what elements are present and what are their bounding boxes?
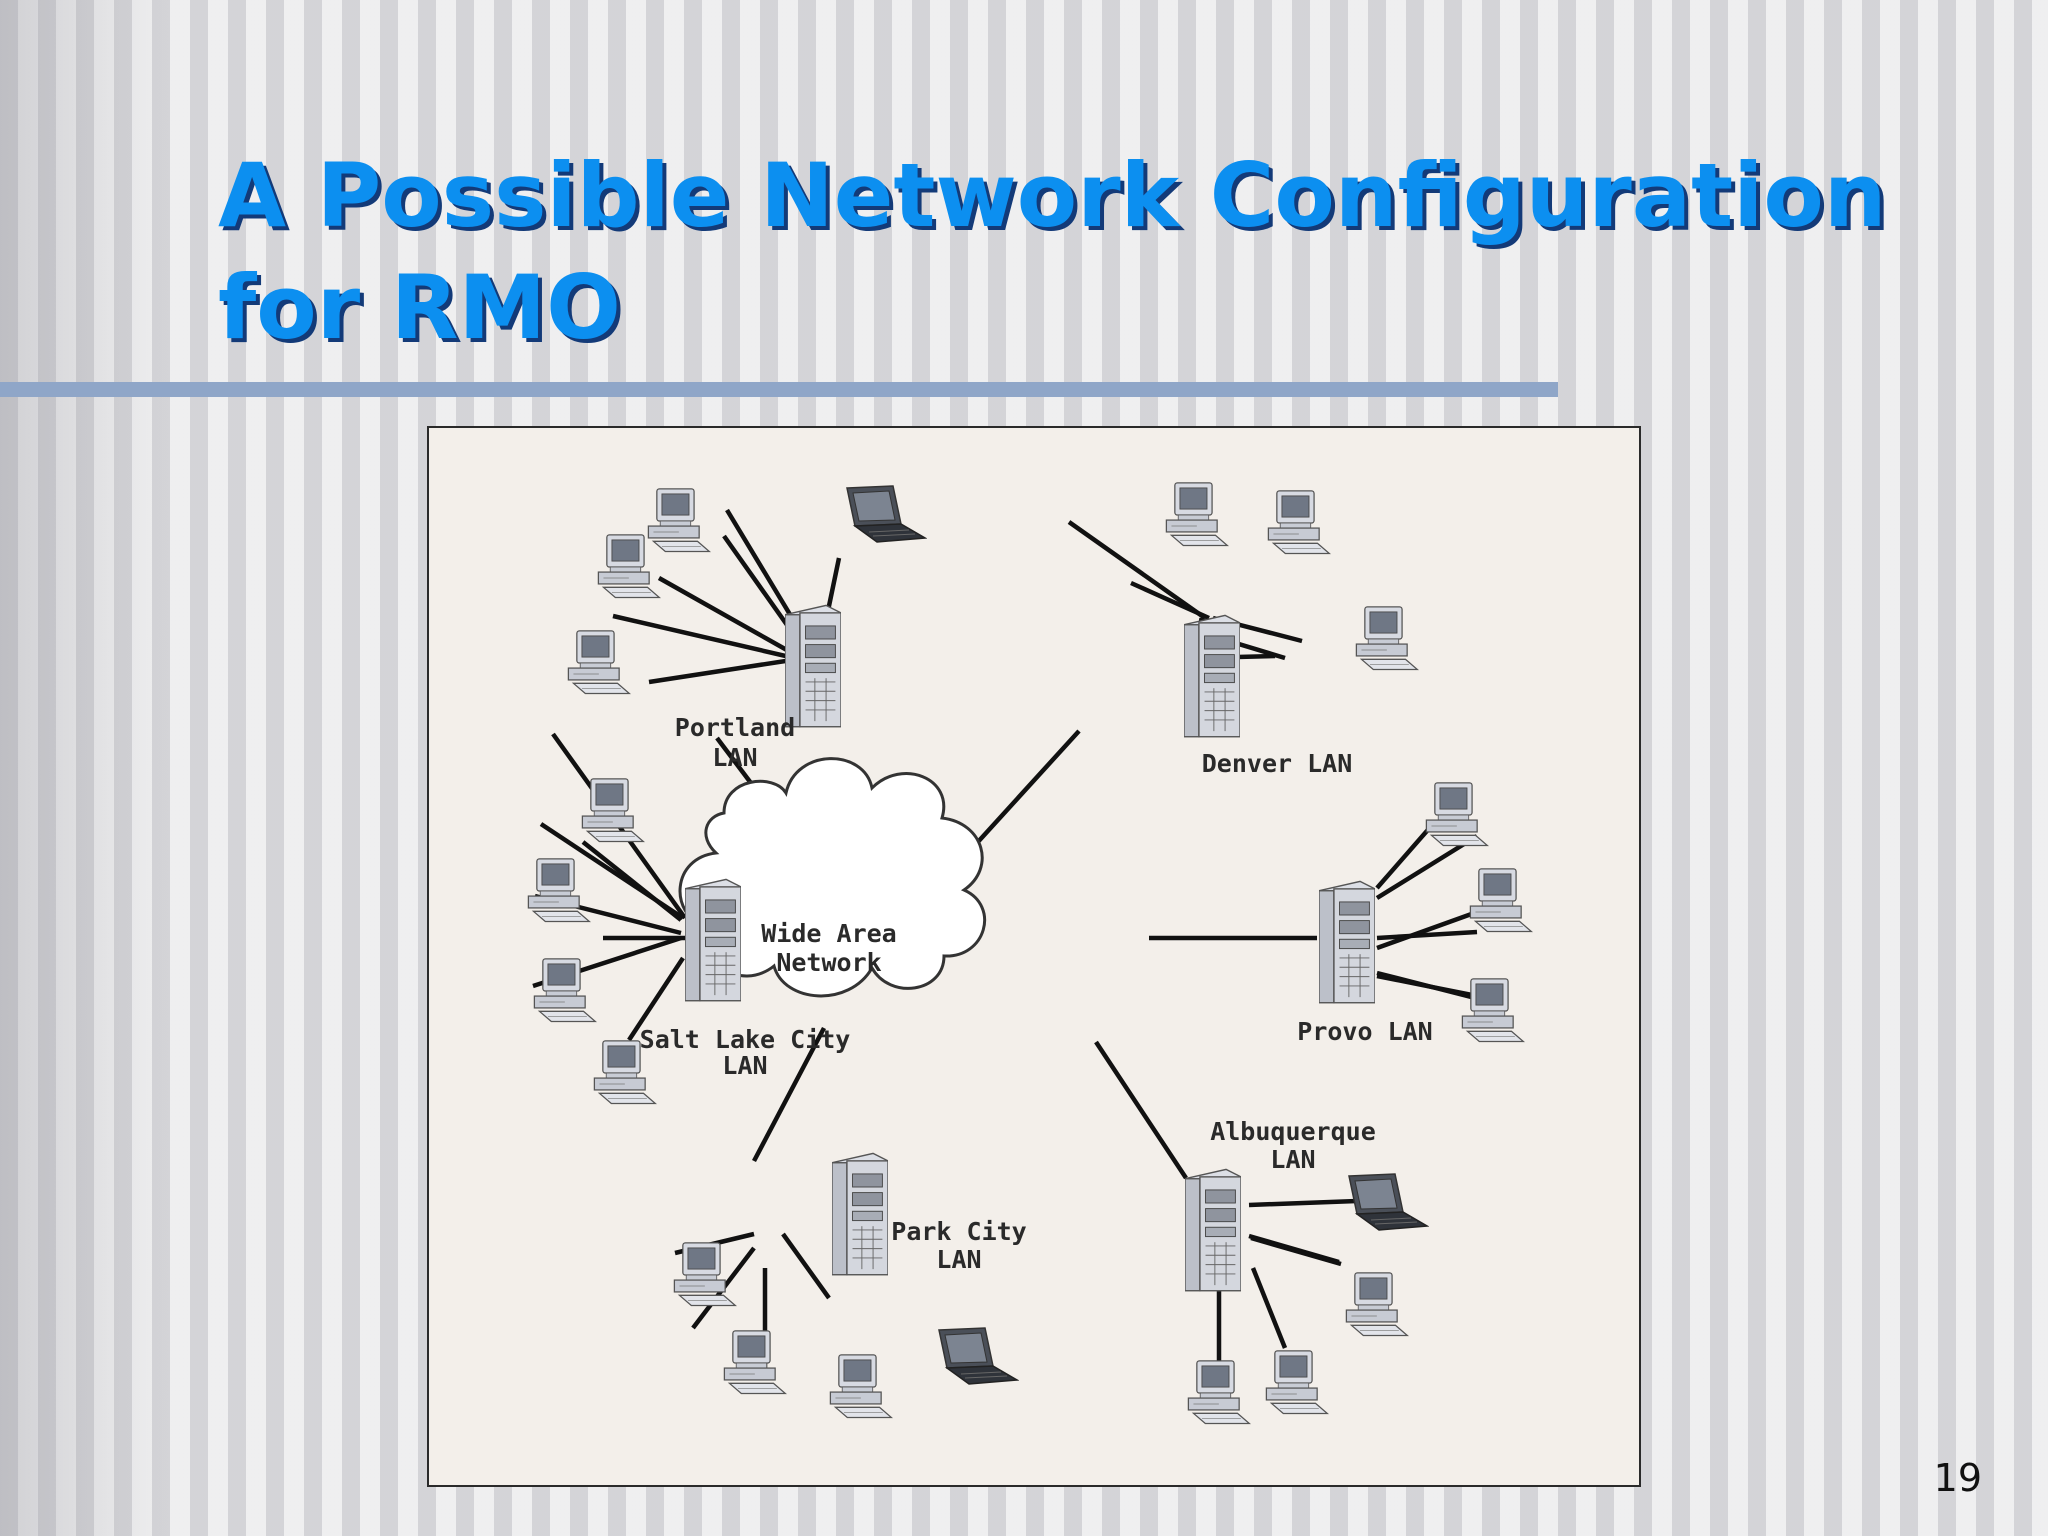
workstation-icon — [1267, 490, 1330, 555]
portland-lan: Portland LAN — [567, 485, 926, 772]
workstation-icon — [1469, 868, 1532, 933]
denver-lan-label: Denver LAN — [1202, 749, 1353, 778]
network-diagram: Wide Area Network Portland LAN Denver LA… — [427, 426, 1641, 1487]
park-city-server-icon — [832, 1152, 888, 1276]
slide-title: A Possible Network Configuration for RMO — [218, 140, 1998, 364]
page-number: 19 — [1933, 1456, 1982, 1500]
workstation-icon — [1265, 1350, 1328, 1415]
title-underline-rule — [0, 382, 1558, 397]
salt-lake-city-lan-label-line-1: Salt Lake City — [640, 1025, 851, 1054]
wan-label-line-2: Network — [776, 948, 881, 977]
provo-server-icon — [1319, 880, 1375, 1004]
portland-lan-label-line-1: Portland — [675, 713, 795, 742]
workstation-icon — [1461, 978, 1524, 1043]
workstation-icon — [647, 488, 710, 553]
workstation-icon — [567, 630, 630, 695]
workstation-icon — [1425, 782, 1488, 847]
denver-lan: Denver LAN — [1165, 482, 1418, 778]
workstation-icon — [723, 1330, 786, 1395]
workstation-icon — [673, 1242, 736, 1307]
denver-server-icon — [1184, 614, 1240, 738]
slide-title-line-1: A Possible Network Configuration — [218, 144, 1887, 247]
network-diagram-canvas: Wide Area Network Portland LAN Denver LA… — [527, 482, 1532, 1425]
park-city-lan-label-line-2: LAN — [936, 1245, 981, 1274]
laptop-icon — [938, 1327, 1018, 1385]
albuquerque-lan: Albuquerque LAN — [1185, 1117, 1428, 1425]
salt-lake-city-server-icon — [685, 878, 741, 1002]
wide-area-network-cloud: Wide Area Network — [678, 757, 987, 998]
workstation-icon — [527, 858, 590, 923]
laptop-icon — [1348, 1173, 1428, 1231]
workstation-icon — [581, 778, 644, 843]
portland-lan-label-line-2: LAN — [712, 743, 757, 772]
workstation-icon — [597, 534, 660, 599]
albuquerque-lan-label-line-2: LAN — [1270, 1145, 1315, 1174]
provo-lan-label: Provo LAN — [1297, 1017, 1432, 1046]
salt-lake-city-lan-label-line-2: LAN — [722, 1051, 767, 1080]
laptop-icon — [846, 485, 926, 543]
portland-server-icon — [785, 604, 841, 728]
provo-lan: Provo LAN — [1297, 782, 1532, 1046]
workstation-icon — [1345, 1272, 1408, 1337]
albuquerque-server-icon — [1185, 1168, 1241, 1292]
slide-background-shade — [0, 0, 170, 1536]
workstation-icon — [1165, 482, 1228, 547]
park-city-lan-label-line-1: Park City — [891, 1217, 1026, 1246]
workstation-icon — [1355, 606, 1418, 671]
workstation-icon — [1187, 1360, 1250, 1425]
slide-title-line-2: for RMO — [218, 256, 621, 359]
park-city-lan: Park City LAN — [673, 1152, 1027, 1419]
albuquerque-lan-label-line-1: Albuquerque — [1210, 1117, 1376, 1146]
wan-label-line-1: Wide Area — [761, 919, 896, 948]
workstation-icon — [829, 1354, 892, 1419]
salt-lake-city-lan: Salt Lake City LAN — [527, 778, 851, 1105]
